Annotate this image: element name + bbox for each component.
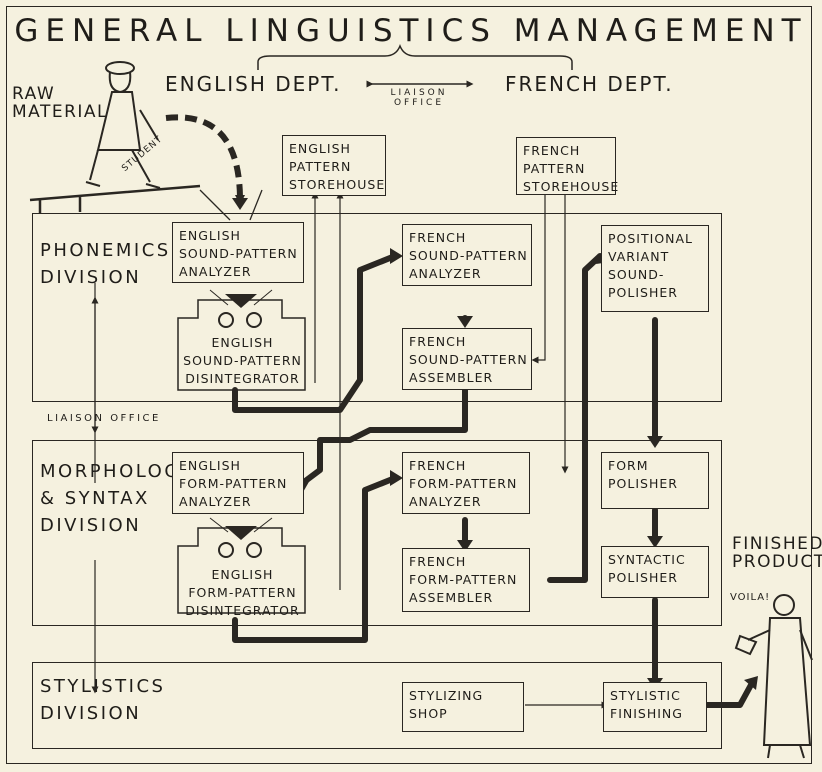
outer-frame — [6, 6, 812, 764]
form-polisher: FORM POLISHER — [601, 452, 709, 509]
positional-variant-sound-polisher: POSITIONAL VARIANT SOUND- POLISHER — [601, 225, 709, 312]
english-dept-label: ENGLISH DEPT. — [165, 72, 342, 96]
french-sound-pattern-analyzer: FRENCH SOUND-PATTERN ANALYZER — [402, 224, 532, 286]
voila-text: VOILA! — [730, 592, 771, 603]
raw-material-label: RAW MATERIAL — [12, 84, 109, 122]
stylistic-finishing: STYLISTIC FINISHING — [603, 682, 707, 732]
english-sound-pattern-analyzer: ENGLISH SOUND-PATTERN ANALYZER — [172, 222, 304, 283]
dept-liaison-label: LIAISON OFFICE — [390, 88, 448, 108]
intake-dashed-arrow — [165, 114, 245, 205]
page-title: GENERAL LINGUISTICS MANAGEMENT — [14, 13, 808, 49]
morphology-division-band — [32, 440, 722, 626]
phonemics-division-label: PHONEMICS DIVISION — [40, 240, 171, 288]
stylistics-division-label: STYLISTICS DIVISION — [40, 676, 166, 724]
intake-funnel — [199, 189, 263, 221]
english-form-pattern-disintegrator: ENGLISH FORM-PATTERN DISINTEGRATOR — [185, 567, 300, 619]
french-dept-label: FRENCH DEPT. — [505, 72, 674, 96]
morphology-division-label: MORPHOLOGY & SYNTAX DIVISION — [40, 461, 194, 536]
french-sound-pattern-assembler: FRENCH SOUND-PATTERN ASSEMBLER — [402, 328, 532, 390]
student-plank — [29, 184, 201, 214]
syntactic-polisher: SYNTACTIC POLISHER — [601, 546, 709, 598]
finished-product-figure — [734, 594, 813, 759]
phonemics-division-band — [32, 213, 722, 402]
english-form-pattern-analyzer: ENGLISH FORM-PATTERN ANALYZER — [172, 452, 304, 514]
stylizing-shop: STYLIZING SHOP — [402, 682, 524, 732]
english-pattern-storehouse: ENGLISH PATTERN STOREHOUSE — [282, 135, 386, 196]
french-form-pattern-analyzer: FRENCH FORM-PATTERN ANALYZER — [402, 452, 530, 514]
english-sound-pattern-disintegrator: ENGLISH SOUND-PATTERN DISINTEGRATOR — [183, 335, 302, 387]
form-disintegrator-housing — [177, 527, 306, 614]
sound-disintegrator-housing — [177, 299, 306, 391]
french-pattern-storehouse: FRENCH PATTERN STOREHOUSE — [516, 137, 618, 195]
liaison-office-label: LIAISON OFFICE — [47, 413, 161, 424]
management-brace — [257, 43, 573, 70]
finished-product-label: FINISHED PRODUCT — [732, 534, 822, 572]
french-form-pattern-assembler: FRENCH FORM-PATTERN ASSEMBLER — [402, 548, 530, 612]
student-figure — [85, 61, 161, 189]
